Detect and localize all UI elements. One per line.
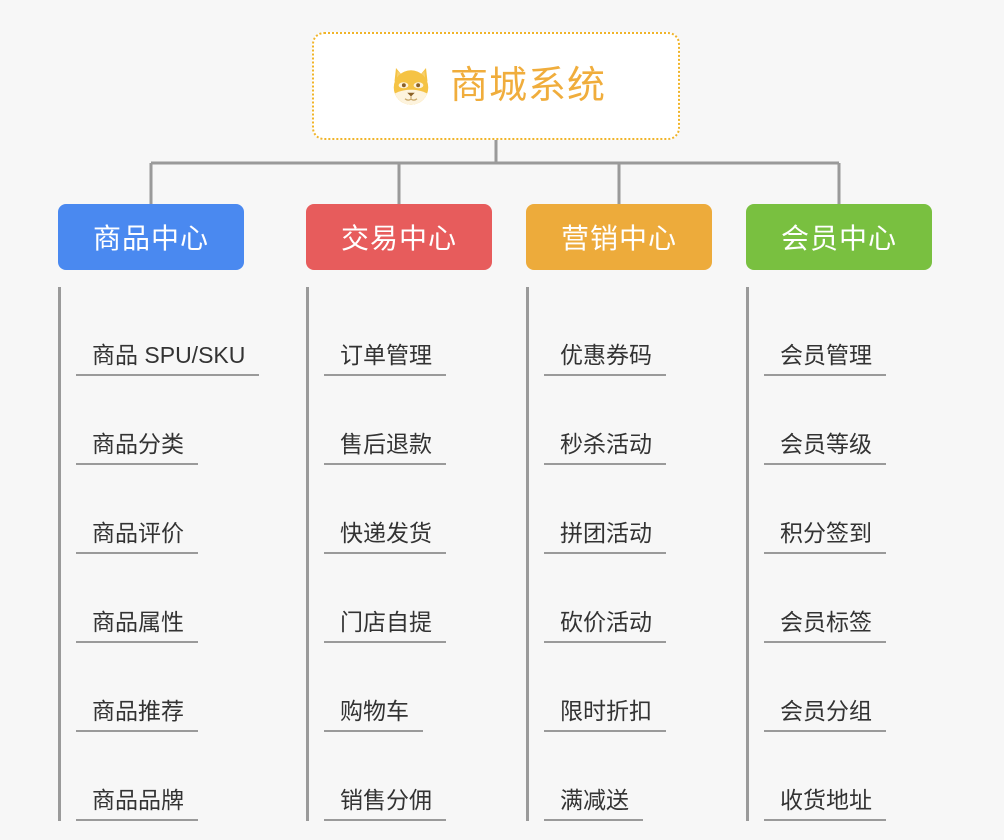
list-item[interactable]: 商品属性 — [76, 554, 244, 643]
list-item[interactable]: 商品品牌 — [76, 732, 244, 821]
branch-label: 会员中心 — [780, 223, 897, 254]
branch-label: 营销中心 — [560, 223, 677, 254]
list-item[interactable]: 订单管理 — [324, 287, 492, 376]
dog-face-icon — [393, 68, 429, 105]
root-node[interactable]: 商城系统 — [312, 32, 680, 140]
list-item-label: 积分签到 — [764, 520, 886, 554]
list-item[interactable]: 优惠券码 — [544, 287, 712, 376]
list-item-label: 会员标签 — [764, 609, 886, 643]
branch-marketing-center: 营销中心 优惠券码 秒杀活动 拼团活动 砍价活动 限时折扣 满减送 — [526, 204, 712, 821]
branch-header-product-center[interactable]: 商品中心 — [58, 204, 244, 270]
list-item-label: 门店自提 — [324, 609, 446, 643]
list-item-label: 销售分佣 — [324, 787, 446, 821]
root-title: 商城系统 — [449, 65, 606, 107]
list-item-label: 订单管理 — [324, 342, 446, 376]
branch-trade-center: 交易中心 订单管理 售后退款 快递发货 门店自提 购物车 销售分佣 — [306, 204, 492, 821]
list-item-label: 商品属性 — [76, 609, 198, 643]
branch-header-marketing-center[interactable]: 营销中心 — [526, 204, 712, 270]
list-item[interactable]: 秒杀活动 — [544, 376, 712, 465]
list-item[interactable]: 商品 SPU/SKU — [76, 287, 260, 376]
list-item[interactable]: 会员管理 — [764, 287, 932, 376]
list-item-label: 商品 SPU/SKU — [76, 342, 260, 376]
branch-header-member-center[interactable]: 会员中心 — [746, 204, 932, 270]
list-item[interactable]: 拼团活动 — [544, 465, 712, 554]
branch-label: 交易中心 — [340, 223, 457, 254]
list-item-label: 拼团活动 — [544, 520, 666, 554]
branch-product-center: 商品中心 商品 SPU/SKU 商品分类 商品评价 商品属性 商品推荐 商品品牌 — [58, 204, 260, 821]
list-item-label: 砍价活动 — [544, 609, 666, 643]
list-item[interactable]: 满减送 — [544, 732, 712, 821]
branch-item-list: 商品 SPU/SKU 商品分类 商品评价 商品属性 商品推荐 商品品牌 — [58, 287, 260, 821]
list-item[interactable]: 购物车 — [324, 643, 492, 732]
branch-member-center: 会员中心 会员管理 会员等级 积分签到 会员标签 会员分组 收货地址 — [746, 204, 932, 821]
list-item-label: 限时折扣 — [544, 698, 666, 732]
list-item-label: 秒杀活动 — [544, 431, 666, 465]
list-item-label: 快递发货 — [324, 520, 446, 554]
list-item[interactable]: 售后退款 — [324, 376, 492, 465]
list-item-label: 商品推荐 — [76, 698, 198, 732]
list-item-label: 商品分类 — [76, 431, 198, 465]
list-item[interactable]: 商品推荐 — [76, 643, 244, 732]
list-item[interactable]: 会员等级 — [764, 376, 932, 465]
list-item[interactable]: 收货地址 — [764, 732, 932, 821]
list-item-label: 会员分组 — [764, 698, 886, 732]
list-item-label: 优惠券码 — [544, 342, 666, 376]
list-item-label: 商品品牌 — [76, 787, 198, 821]
list-item[interactable]: 商品评价 — [76, 465, 244, 554]
list-item[interactable]: 限时折扣 — [544, 643, 712, 732]
branch-item-list: 优惠券码 秒杀活动 拼团活动 砍价活动 限时折扣 满减送 — [526, 287, 712, 821]
list-item[interactable]: 销售分佣 — [324, 732, 492, 821]
list-item-label: 收货地址 — [764, 787, 886, 821]
list-item[interactable]: 积分签到 — [764, 465, 932, 554]
list-item-label: 购物车 — [324, 698, 423, 732]
list-item-label: 售后退款 — [324, 431, 446, 465]
branch-item-list: 会员管理 会员等级 积分签到 会员标签 会员分组 收货地址 — [746, 287, 932, 821]
list-item[interactable]: 会员标签 — [764, 554, 932, 643]
branch-item-list: 订单管理 售后退款 快递发货 门店自提 购物车 销售分佣 — [306, 287, 492, 821]
list-item-label: 会员管理 — [764, 342, 886, 376]
list-item[interactable]: 会员分组 — [764, 643, 932, 732]
list-item-label: 商品评价 — [76, 520, 198, 554]
list-item[interactable]: 商品分类 — [76, 376, 244, 465]
list-item[interactable]: 快递发货 — [324, 465, 492, 554]
list-item[interactable]: 砍价活动 — [544, 554, 712, 643]
list-item[interactable]: 门店自提 — [324, 554, 492, 643]
list-item-label: 满减送 — [544, 787, 643, 821]
branch-header-trade-center[interactable]: 交易中心 — [306, 204, 492, 270]
branch-label: 商品中心 — [92, 223, 209, 254]
list-item-label: 会员等级 — [764, 431, 886, 465]
